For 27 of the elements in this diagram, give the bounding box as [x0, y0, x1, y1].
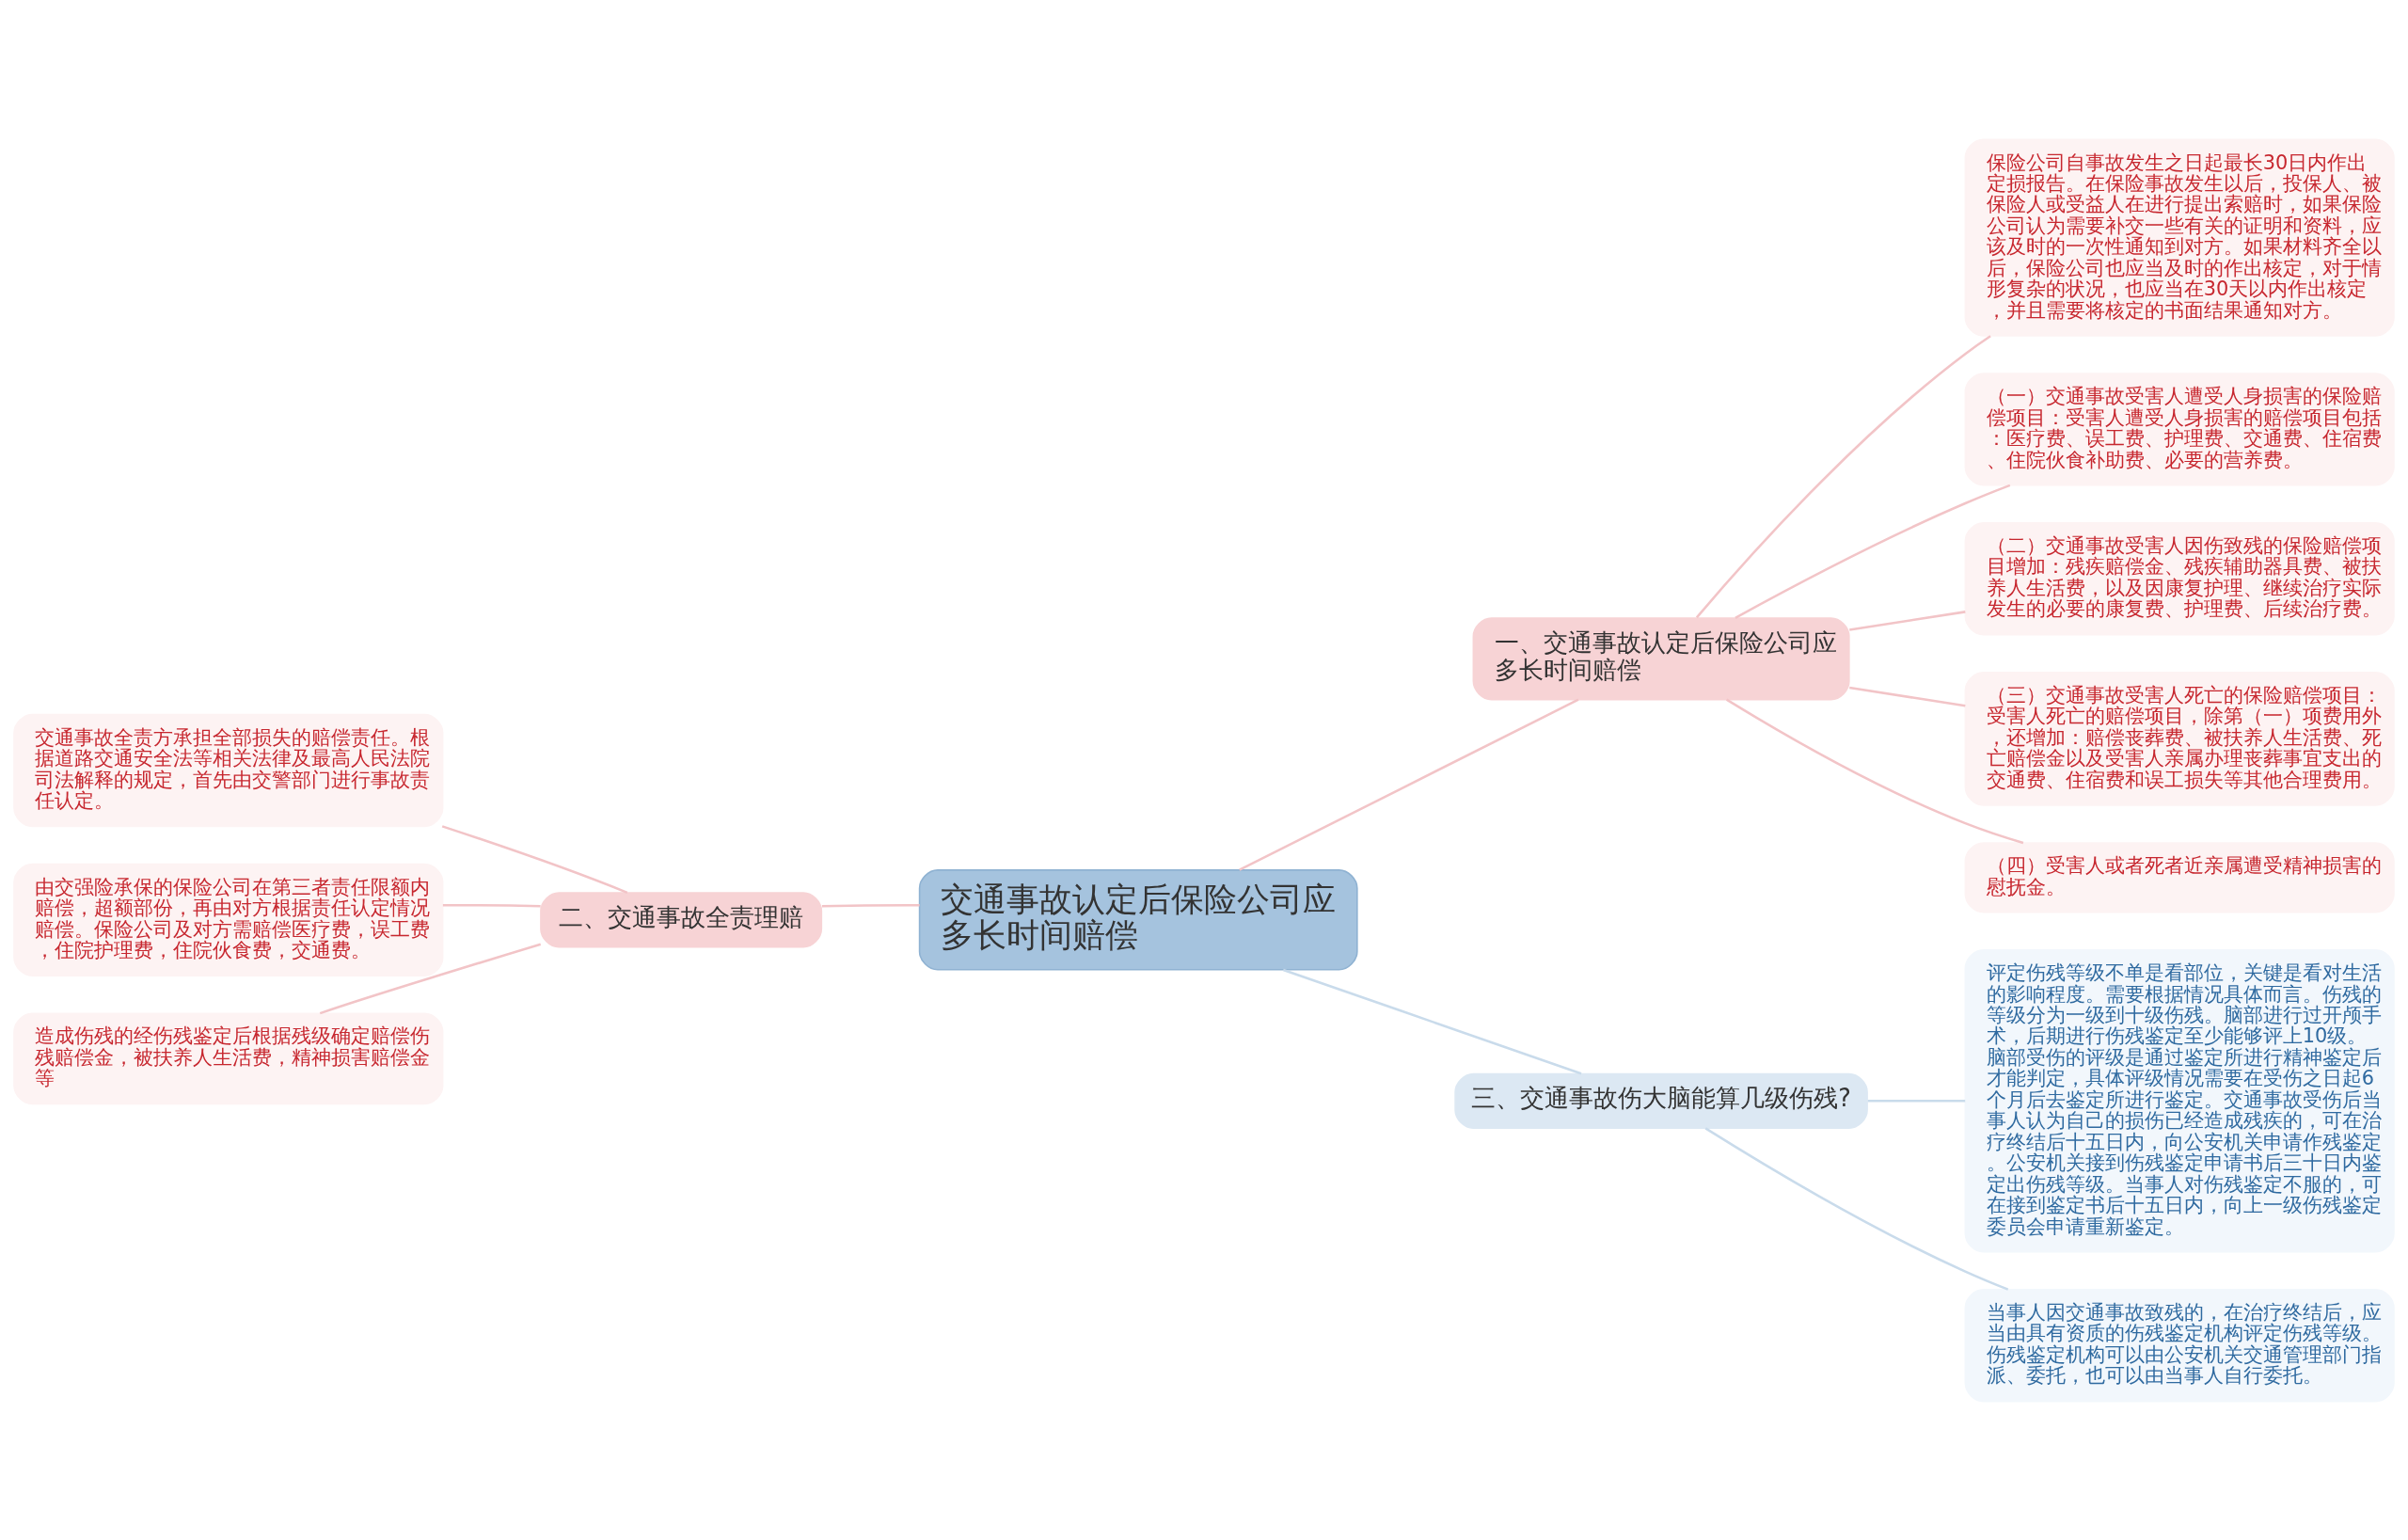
node-box: 当事人因交通事故致残的，在治疗终结后，应当由具有资质的伤残鉴定机构评定伤残等级。伤残鉴定机构可以由公安机关交通管理部门指派、委托，也可以由当事人自行委托。 — [1964, 1288, 2395, 1402]
connector — [1695, 334, 1991, 618]
connector — [1704, 1126, 2009, 1291]
connector — [1849, 610, 1966, 631]
node-box: 二、交通事故全责理赔 — [540, 891, 823, 947]
connector — [441, 824, 628, 894]
connector — [1282, 968, 1582, 1074]
node-box: 由交强险承保的保险公司在第三者责任限额内赔偿，超额部份，再由对方根据责任认定情况赔偿。保险公司及对方需赔偿医疗费，误工费，住院护理费，住院伙食费，交通费。 — [13, 863, 444, 976]
connector — [319, 943, 542, 1014]
node-box: 造成伤残的经伤残鉴定后根据残级确定赔偿伤残赔偿金，被扶养人生活费，精神损害赔偿金等 — [13, 1012, 444, 1104]
connector — [1735, 484, 2011, 619]
connector — [1867, 1099, 1966, 1103]
node-box: 交通事故认定后保险公司应多长时间赔偿 — [918, 868, 1358, 971]
node-box: 保险公司自事故发生之日起最长30日内作出定损报告。在保险事故发生以后，投保人、被保险人或受益人在进行提出索赔时，如果保险公司认为需要补交一些有关的证明和资料，应该及时的一次性通知到对方。如果材料齐全以后，保险公司也应当及时的作出核定，对于情形复杂的状况，也应当在30天以内作出核定，并且需要将核定的书面结果通知对方。 — [1964, 138, 2395, 337]
connector — [1849, 686, 1966, 706]
connector — [821, 903, 920, 908]
node-box: 交通事故全责方承担全部损失的赔偿责任。根据道路交通安全法等相关法律及最高人民法院司法解释的规定，首先由交警部门进行事故责任认定。 — [13, 713, 444, 827]
connector — [1239, 698, 1579, 871]
connector — [442, 903, 541, 908]
node-box: 评定伤残等级不单是看部位，关键是看对生活的影响程度。需要根据情况具体而言。伤残的等级分为一级到十级伤残。脑部进行过开颅手术，后期进行伤残鉴定至少能够评上10级。脑部受伤的评级是通过鉴定所进行精神鉴定后才能判定，具体评级情况需要在受伤之日起6个月后去鉴定所进行鉴定。交通事故受伤后当事人认为自己的损伤已经造成残疾的，可在治疗终结后十五日内，向公安机关申请作残鉴定。公安机关接到伤残鉴定申请书后三十日内鉴定出伤残等级。当事人对伤残鉴定不服的，可在接到鉴定书后十五日内，向上一级伤残鉴定委员会申请重新鉴定。 — [1964, 948, 2395, 1253]
node-box: （一）交通事故受害人遭受人身损害的保险赔偿项目：受害人遭受人身损害的赔偿项目包括：医疗费、误工费、护理费、交通费、住宿费、住院伙食补助费、必要的营养费。 — [1964, 372, 2395, 486]
node-box: 三、交通事故伤大脑能算几级伤残? — [1454, 1072, 1868, 1129]
node-box: 一、交通事故认定后保险公司应多长时间赔偿 — [1472, 616, 1850, 700]
node-box: （四）受害人或者死者近亲属遭受精神损害的慰抚金。 — [1964, 841, 2395, 913]
connector — [1725, 698, 2024, 844]
node-box: （三）交通事故受害人死亡的保险赔偿项目：受害人死亡的赔偿项目，除第（一）项费用外，还增加：赔偿丧葬费、被扶养人生活费、死亡赔偿金以及受害人亲属办理丧葬事宜支出的交通费、住宿费和误工损失等其他合理费用。 — [1964, 671, 2395, 806]
node-box: （二）交通事故受害人因伤致残的保险赔偿项目增加：残疾赔偿金、残疾辅助器具费、被扶养人生活费，以及因康复护理、继续治疗实际发生的必要的康复费、护理费、后续治疗费。 — [1964, 521, 2395, 635]
